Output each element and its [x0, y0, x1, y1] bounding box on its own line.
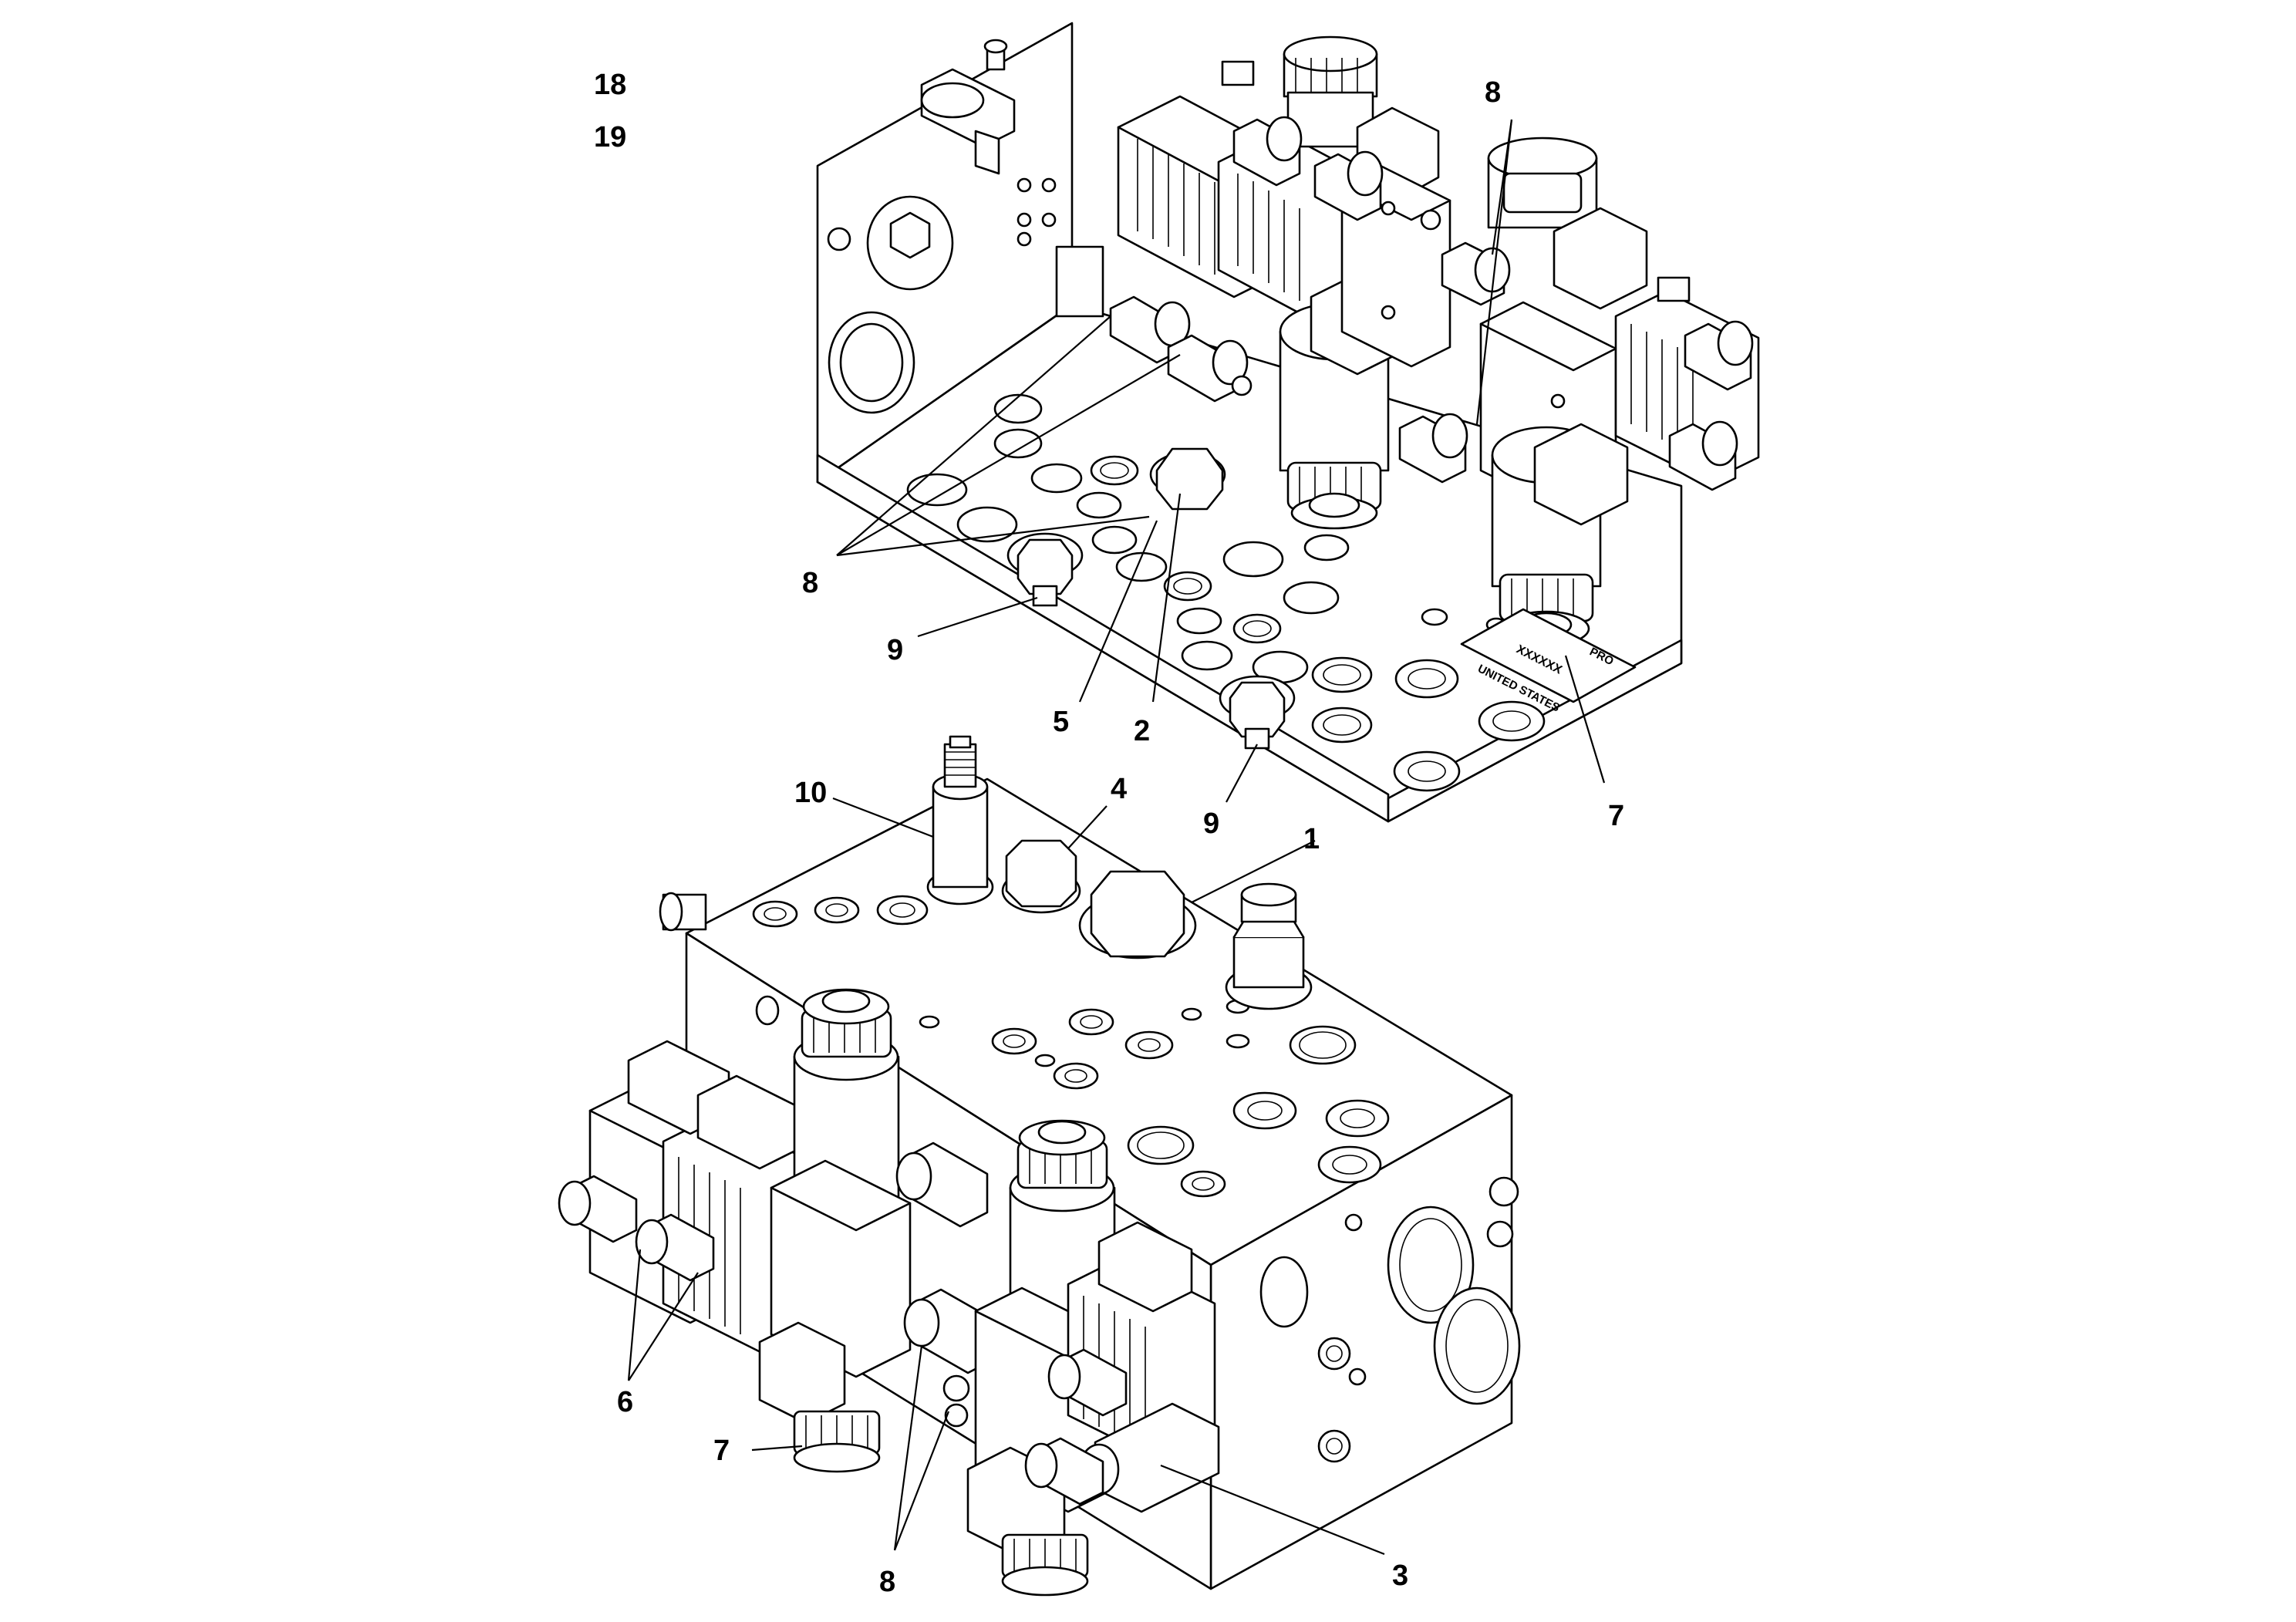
label-item-8-left: 8: [802, 567, 818, 599]
upper-fittings: [1109, 116, 1754, 491]
upper-valve-block: XXXXXX UNITED STATES PRO: [816, 22, 1760, 823]
lower-right-face-ports: [1259, 1176, 1521, 1463]
label-item-8-lower: 8: [879, 1566, 895, 1598]
lower-pressure-sensor: [926, 735, 994, 905]
label-item-6: 6: [617, 1386, 633, 1418]
figure-ref-18: 18: [594, 69, 626, 101]
figure-ref-19: 19: [594, 121, 626, 153]
upper-check-valve-b: [1219, 675, 1296, 750]
lower-large-plug: [1078, 870, 1197, 959]
label-item-7-upper: 7: [1608, 800, 1624, 832]
upper-check-valve-a: [1006, 532, 1084, 607]
item-labels: 1 2 3 4 5 6 7 7 8 8 8 9 9 10: [617, 76, 1624, 1598]
label-item-4: 4: [1111, 773, 1127, 805]
lower-left-side-fitting: [659, 892, 707, 932]
lower-small-plug: [1001, 839, 1081, 914]
label-item-7-lower: 7: [713, 1435, 730, 1467]
label-item-8-upper: 8: [1485, 76, 1501, 109]
lower-valve-block: [558, 735, 1521, 1597]
label-item-2: 2: [1134, 715, 1150, 747]
label-item-3: 3: [1392, 1560, 1408, 1592]
label-item-9-upper: 9: [887, 634, 903, 666]
lower-top-fitting: [1225, 882, 1313, 1010]
label-item-10: 10: [794, 777, 827, 809]
label-item-5: 5: [1053, 706, 1069, 738]
lower-top-face-ports: [752, 895, 1390, 1198]
lower-cartridge: [1024, 1402, 1220, 1513]
lower-solenoid-tube-left: [758, 988, 912, 1473]
upper-plug: [1149, 447, 1226, 511]
upper-left-face-ports: [827, 177, 1104, 414]
lower-centre-fittings: [895, 1141, 996, 1428]
leader-lines: [627, 119, 1606, 1556]
label-item-9-lower: 9: [1203, 808, 1219, 840]
label-item-1: 1: [1303, 823, 1320, 855]
lower-solenoid-left: [558, 1040, 819, 1355]
upper-top-fitting: [920, 39, 1016, 175]
